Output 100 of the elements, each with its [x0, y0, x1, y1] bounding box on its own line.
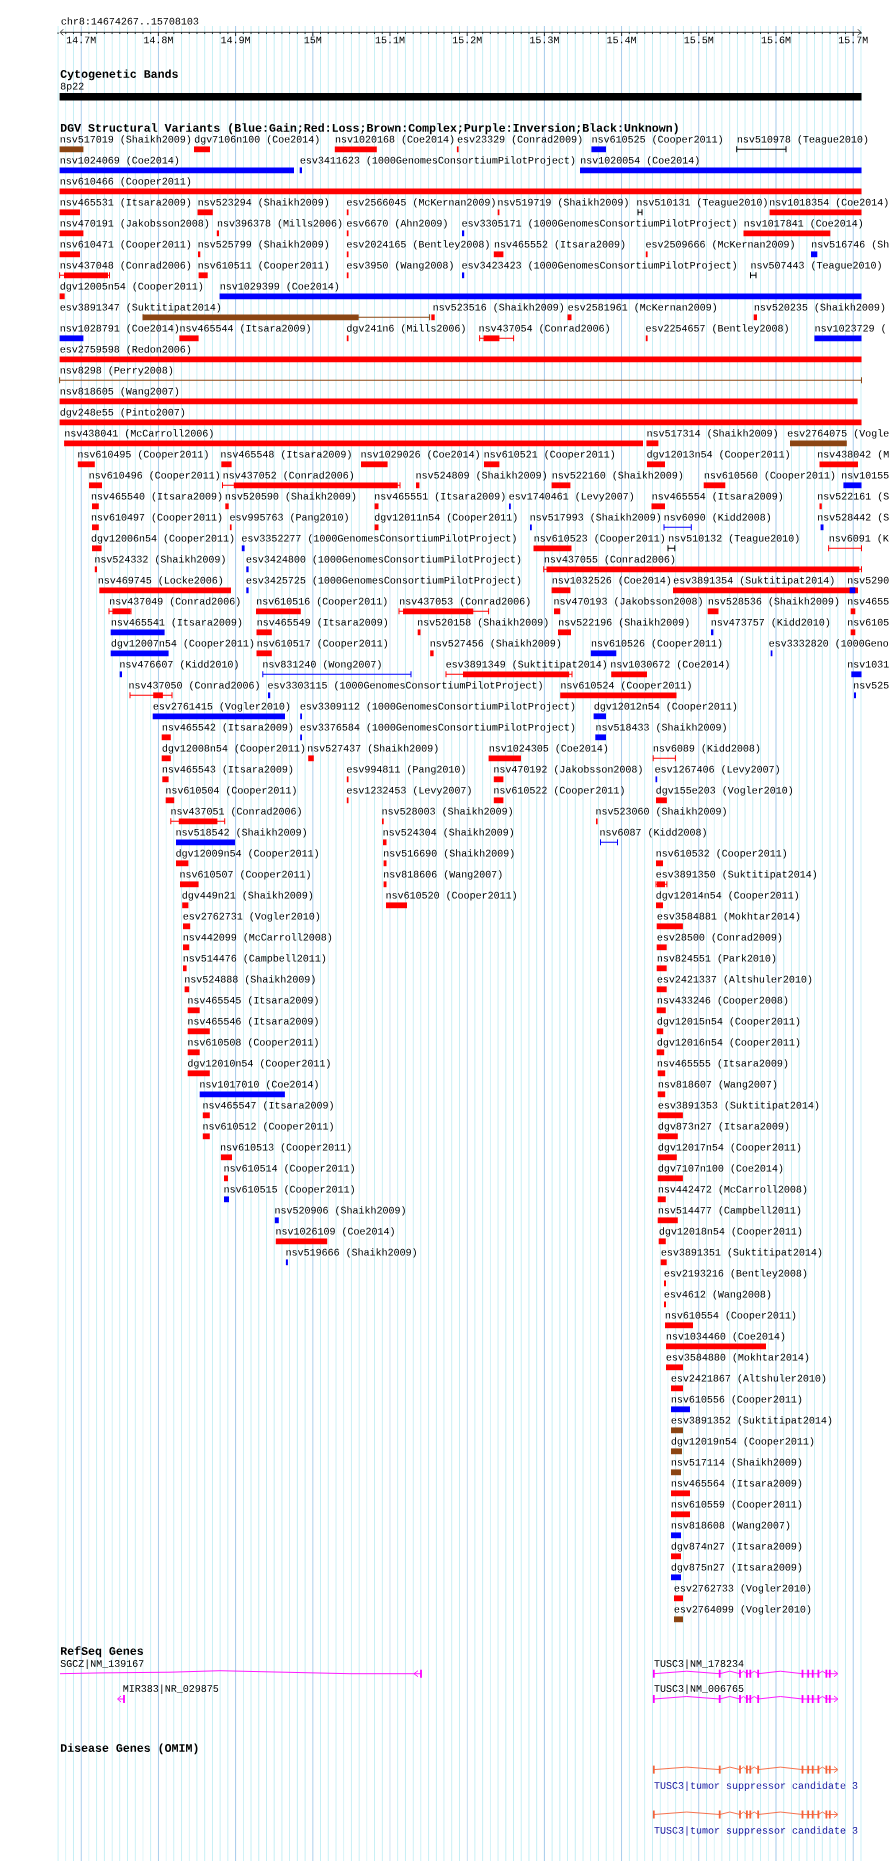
variant-label: nsv465548 (Itsara2009)	[221, 450, 351, 460]
variant-label: esv4612 (Wang2008)	[664, 1290, 771, 1300]
variant-label: nsv523060 (Shaikh2009)	[596, 807, 726, 817]
variant-label: nsv527456 (Shaikh2009)	[430, 639, 561, 649]
variant-label: nsv1017010 (Coe2014)	[200, 1080, 318, 1090]
variant-label: nsv6087 (Kidd2008)	[600, 828, 706, 838]
variant-label: esv1232453 (Levy2007)	[347, 786, 471, 796]
variant-label: nsv524304 (Shaikh2009)	[383, 828, 514, 838]
variant-label: nsv1020168 (Coe2014)	[335, 135, 454, 145]
variant-label: nsv610524 (Cooper2011)	[561, 681, 691, 691]
variant-label: nsv610516 (Cooper2011)	[257, 597, 387, 607]
variant-label: nsv1029399 (Coe2014)	[220, 282, 339, 292]
variant-label: nsv470191 (Jakobsson2008)	[60, 219, 209, 229]
variant-label: nsv465531 (Itsara2009)	[60, 198, 191, 208]
track-title: RefSeq Genes	[61, 1646, 143, 1658]
variant-label: nsv522196 (Shaikh2009)	[559, 618, 689, 628]
variant-label: nsv610556 (Cooper2011)	[671, 1395, 802, 1405]
variant-label: dgv12019n54 (Cooper2011)	[671, 1437, 814, 1447]
variant-label: nsv1029026 (Coe2014)	[361, 450, 479, 460]
variant-label: dgv873n27 (Itsara2009)	[658, 1122, 789, 1132]
variant-label: nsv610525 (Cooper2011)	[592, 135, 722, 145]
variant-label: dgv12012n54 (Cooper2011)	[594, 702, 737, 712]
variant-label: esv2421337 (Altshuler2010)	[657, 975, 812, 985]
variant-label: dgv12014n54 (Cooper2011)	[656, 891, 799, 901]
variant-label: nsv1020054 (Coe2014)	[581, 156, 699, 166]
tick-label: 15.7M	[838, 36, 868, 44]
variant-label: nsv610521 (Cooper2011)	[484, 450, 615, 460]
variant-label: nsv818606 (Wang2007)	[384, 870, 502, 880]
variant-label: esv2421867 (Altshuler2010)	[671, 1374, 826, 1384]
track-title: DGV Structural Variants (Blue:Gain;Red:Loss;Brown:Complex;Purple:Inversion;Black:Unknown)	[60, 123, 678, 135]
variant-label: nsv1028791 (Coe2014)	[60, 324, 179, 334]
variant-label: nsv610513 (Cooper2011)	[221, 1143, 351, 1153]
variant-label: nsv1034460 (Coe2014)	[666, 1332, 785, 1342]
variant-label: nsv528003 (Shaikh2009)	[382, 807, 512, 817]
variant-label: dgv12008n54 (Cooper2011)	[162, 744, 305, 754]
variant-label: nsv465547 (Itsara2009)	[203, 1101, 333, 1111]
variant-label: nsv522161 (S	[818, 492, 889, 502]
variant-label: nsv525	[854, 681, 889, 689]
tick-label: 15M	[304, 36, 322, 44]
tick-label: 15.1M	[375, 36, 405, 44]
variant-label: dgv449n21 (Shaikh2009)	[182, 891, 313, 901]
variant-label: nsv1031	[848, 660, 889, 668]
variant-label: nsv6090 (Kidd2008)	[664, 513, 771, 523]
variant-label: esv3891350 (Suktitipat2014)	[656, 870, 817, 880]
variant-label: nsv465545 (Itsara2009)	[188, 996, 318, 1006]
variant-label: nsv465552 (Itsara2009)	[494, 240, 625, 250]
variant-label: nsv4655	[848, 597, 889, 605]
variant-label: nsv610466 (Cooper2011)	[60, 177, 191, 187]
variant-label: esv3584881 (Mokhtar2014)	[657, 912, 800, 922]
variant-label: nsv610523 (Cooper2011)	[534, 534, 665, 544]
variant-label: esv2764075 (Vogle	[787, 429, 889, 439]
variant-label: nsv610532 (Cooper2011)	[656, 849, 787, 859]
tick-label: 15.4M	[607, 36, 636, 44]
variant-label: nsv818608 (Wang2007)	[671, 1521, 790, 1531]
variant-label: nsv514477 (Campbell2011)	[658, 1206, 801, 1216]
variant-label: nsv610560 (Cooper2011)	[704, 471, 835, 481]
variant-label: nsv1018354 (Coe2014)	[770, 198, 888, 208]
variant-label: nsv523294 (Shaikh2009)	[198, 198, 329, 208]
gene-label: SGCZ|NM_139167	[60, 1659, 144, 1669]
variant-label: nsv610507 (Cooper2011)	[180, 870, 310, 880]
variant-label: esv3891347 (Suktitipat2014)	[60, 303, 221, 313]
variant-label: nsv465544 (Itsara2009)	[180, 324, 310, 334]
variant-label: nsv465554 (Itsara2009)	[652, 492, 783, 502]
variant-label: nsv520590 (Shaikh2009)	[225, 492, 356, 502]
variant-label: nsv520235 (Shaikh2009)	[754, 303, 885, 313]
variant-label: esv3305171 (1000GenomesConsortiumPilotProject)	[462, 219, 736, 229]
variant-label: nsv524809 (Shaikh2009)	[416, 471, 546, 481]
variant-label: nsv524888 (Shaikh2009)	[185, 975, 315, 985]
band-label: 8p22	[60, 82, 84, 92]
tick-label: 15.2M	[452, 36, 482, 44]
variant-label: dgv12010n54 (Cooper2011)	[188, 1059, 330, 1069]
variant-label: nsv517314 (Shaikh2009)	[647, 429, 777, 439]
variant-label: esv3424800 (1000GenomesConsortiumPilotProject)	[246, 555, 521, 565]
variant-label: dgv12011n54 (Cooper2011)	[374, 513, 517, 523]
variant-label: nsv1026109 (Coe2014)	[276, 1227, 394, 1237]
variant-label: esv2759598 (Redon2006)	[60, 345, 191, 355]
variant-label: nsv396378 (Mills2006)	[217, 219, 342, 229]
variant-label: dgv12016n54 (Cooper2011)	[657, 1038, 800, 1048]
tick-label: 15.5M	[684, 36, 714, 44]
variant-label: esv2193216 (Bentley2008)	[664, 1269, 807, 1279]
variant-label: esv3352277 (1000GenomesConsortiumPilotProject)	[242, 534, 516, 544]
variant-label: nsv522160 (Shaikh2009)	[552, 471, 683, 481]
variant-label: nsv442099 (McCarroll2008)	[183, 933, 332, 943]
variant-label: dgv12007n54 (Cooper2011)	[111, 639, 254, 649]
variant-label: nsv831240 (Wong2007)	[263, 660, 381, 670]
variant-label: dgv874n27 (Itsara2009)	[671, 1542, 802, 1552]
tick-label: 14.7M	[66, 36, 96, 44]
variant-label: nsv520158 (Shaikh2009)	[418, 618, 548, 628]
variant-label: esv2566045 (McKernan2009)	[347, 198, 495, 208]
variant-label: dgv155e203 (Vogler2010)	[656, 786, 793, 796]
variant-label: dgv12009n54 (Cooper2011)	[176, 849, 318, 859]
variant-label: esv3950 (Wang2008)	[347, 261, 453, 271]
disease-gene-label: TUSC3|tumor suppressor candidate 3	[654, 1781, 858, 1791]
variant-label: esv994811 (Pang2010)	[347, 765, 465, 775]
variant-label: nsv437055 (Conrad2006)	[544, 555, 675, 565]
variant-label: nsv465546 (Itsara2009)	[188, 1017, 318, 1027]
variant-label: nsv465555 (Itsara2009)	[657, 1059, 788, 1069]
variant-label: nsv510978 (Teague2010)	[737, 135, 868, 145]
variant-label: esv3303115 (1000GenomesConsortiumPilotProject)	[268, 681, 542, 691]
variant-label: dgv12005n54 (Cooper2011)	[60, 282, 203, 292]
